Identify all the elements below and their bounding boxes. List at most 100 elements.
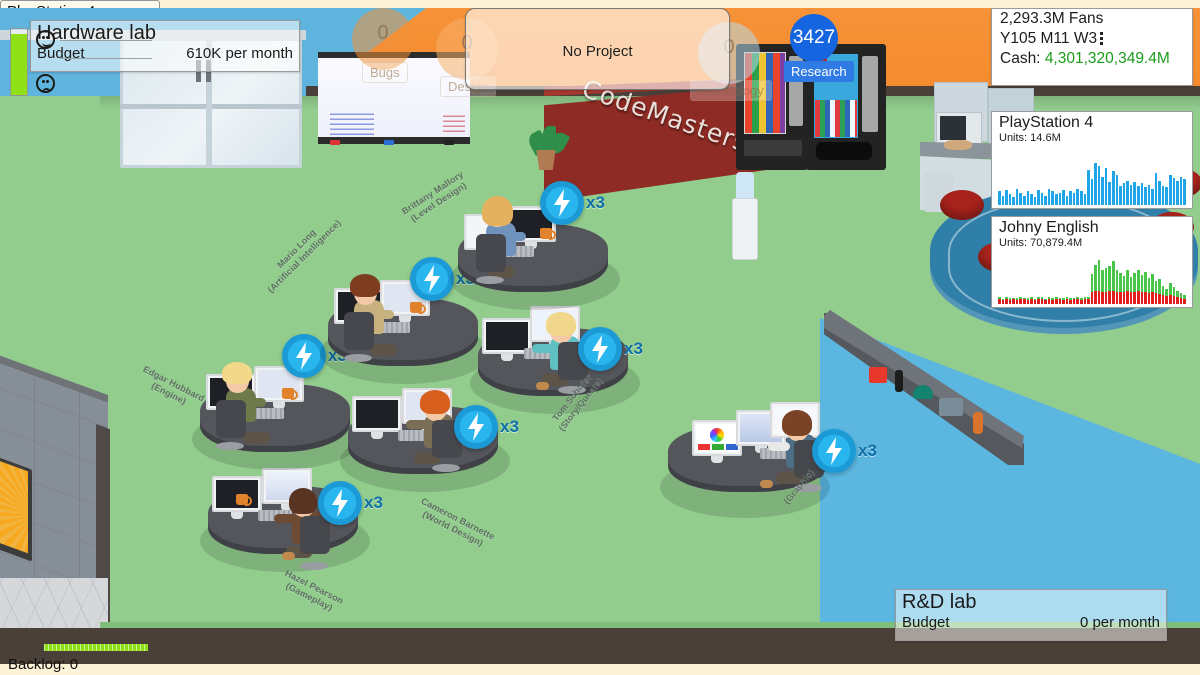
chart-bar-segment <box>998 297 1001 299</box>
chart-bar <box>1030 194 1033 205</box>
chart-bar-segment <box>1044 300 1047 304</box>
chart-bar-segment <box>1108 266 1111 291</box>
water-cooler[interactable] <box>732 198 758 260</box>
chart-bar <box>1112 171 1115 205</box>
chart-bar-segment <box>1133 182 1136 205</box>
chart-bar <box>1115 270 1119 304</box>
whiteboard-notes <box>330 113 374 135</box>
product-panel[interactable]: PlayStation 4 Units: 14.6M <box>991 111 1193 209</box>
chart-bar-segment <box>1040 192 1044 205</box>
chart-bar-segment <box>1136 186 1140 205</box>
lightning-bolt-icon <box>424 265 440 293</box>
chart-bar <box>1136 186 1140 205</box>
project-stat-bubble-bugs[interactable] <box>352 8 414 70</box>
boost-multiplier: x3 <box>586 193 605 212</box>
research-points-badge[interactable]: 3427 <box>790 14 838 62</box>
chart-bar-segment <box>1169 295 1172 304</box>
chart-bar <box>1097 260 1101 304</box>
lightning-bolt-icon <box>826 437 842 465</box>
chart-bar-segment <box>1065 297 1069 299</box>
collectible-console <box>939 398 963 416</box>
chart-bar <box>1119 273 1122 304</box>
chart-bar-segment <box>1033 299 1037 300</box>
motivation-boost-icon[interactable]: x3 <box>812 429 877 473</box>
collectible-box <box>869 367 887 383</box>
chart-bar <box>1047 297 1051 304</box>
chart-bar-segment <box>1154 293 1158 304</box>
chart-bar <box>1033 196 1037 205</box>
chart-bar-segment <box>1136 270 1140 291</box>
chart-bar-segment <box>1119 273 1122 292</box>
chart-bar <box>1044 195 1047 205</box>
hardware-lab-title: Hardware lab <box>37 22 156 44</box>
chart-bar-segment <box>1072 192 1076 205</box>
motivation-boost-icon[interactable]: x3 <box>454 405 519 449</box>
pause-menu-icon[interactable] <box>1100 30 1104 47</box>
chart-bar <box>1104 268 1108 304</box>
chart-bar-segment <box>1101 270 1104 292</box>
chart-bar-segment <box>1001 300 1005 304</box>
chart-bar-segment <box>1012 299 1015 304</box>
status-info-panel[interactable]: 2,293.3M Fans Y105 M11 W3 Cash: 4,301,32… <box>991 8 1193 86</box>
chart-bar <box>998 297 1001 304</box>
monitor <box>692 420 742 456</box>
chart-bar <box>1005 190 1008 205</box>
chart-bar <box>1022 195 1026 205</box>
chart-bar-segment <box>1183 299 1186 304</box>
vending-keypad[interactable] <box>862 56 878 132</box>
hardware-lab-panel[interactable]: Hardware lab Budget 610K per month <box>30 20 300 72</box>
whiteboard-marker <box>330 140 340 145</box>
chart-bar-segment <box>1097 165 1101 205</box>
chart-bar <box>1033 299 1037 304</box>
chart-bar <box>1001 195 1005 205</box>
chart-bar-segment <box>1144 272 1147 292</box>
chart-bar <box>1079 191 1083 205</box>
chart-bar <box>1065 195 1069 205</box>
happy-face-icon <box>36 30 55 49</box>
motivation-boost-icon[interactable]: x3 <box>318 481 383 525</box>
chart-bar <box>1037 190 1040 205</box>
fans-count: 2,293.3M Fans <box>1000 10 1104 27</box>
chart-bar-segment <box>1033 196 1037 205</box>
chart-bar-segment <box>1158 294 1161 304</box>
chart-bar <box>1144 187 1147 205</box>
chart-bar-segment <box>1083 299 1087 304</box>
chart-bar <box>1158 180 1161 205</box>
chart-bar <box>1176 180 1179 205</box>
project-panel[interactable]: No Project <box>465 8 730 90</box>
motivation-boost-icon[interactable]: x3 <box>282 334 347 378</box>
chart-bar-segment <box>1119 292 1122 304</box>
chart-bar <box>1026 191 1030 205</box>
motivation-boost-icon[interactable]: x3 <box>410 257 475 301</box>
product-panel[interactable]: Johny English Units: 70,879.4M <box>991 216 1193 308</box>
chart-bar <box>1165 187 1168 205</box>
monitor <box>482 318 532 354</box>
chart-bar-segment <box>1005 190 1008 205</box>
chart-bar <box>1115 175 1119 205</box>
chart-bar-segment <box>1161 286 1165 295</box>
research-button[interactable]: Research <box>784 61 854 82</box>
chart-bar-segment <box>1058 192 1062 205</box>
chart-bar-segment <box>1026 300 1030 304</box>
chart-bar-segment <box>1055 297 1058 299</box>
chart-bar-segment <box>1119 186 1122 205</box>
chart-bar <box>1087 297 1090 304</box>
chart-bar-segment <box>1033 300 1037 304</box>
boost-multiplier: x3 <box>364 493 383 512</box>
chart-bar <box>1094 265 1097 304</box>
chart-bar-segment <box>1122 292 1126 304</box>
rd-lab-panel[interactable]: R&D lab Budget 0 per month <box>895 589 1167 641</box>
chart-bar-segment <box>1090 179 1094 205</box>
chart-bar <box>1001 299 1005 304</box>
chart-bar <box>1065 297 1069 304</box>
chart-bar <box>1008 298 1012 304</box>
chart-bar <box>1090 274 1094 304</box>
chart-bar <box>1179 293 1183 304</box>
chart-bar-segment <box>1019 192 1022 205</box>
chart-bar-segment <box>1015 188 1019 205</box>
chart-bar-segment <box>1136 291 1140 304</box>
motivation-boost-icon[interactable]: x3 <box>578 327 643 371</box>
motivation-boost-icon[interactable]: x3 <box>540 181 605 225</box>
rd-lab-budget-label: Budget <box>902 614 950 631</box>
